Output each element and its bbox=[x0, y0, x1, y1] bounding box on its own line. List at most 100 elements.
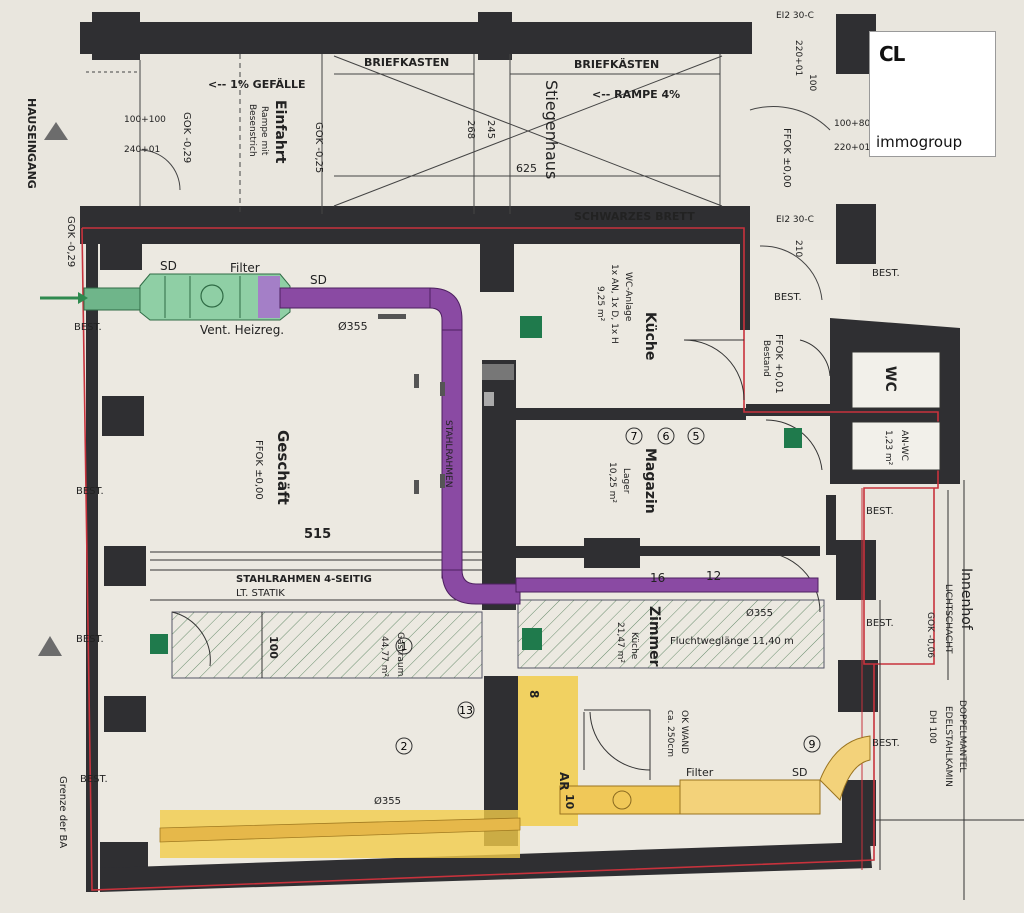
ventilation-yellow bbox=[159, 676, 871, 858]
label-dim-245: 245 bbox=[485, 120, 496, 139]
label-geschaeft: Geschäft bbox=[274, 430, 292, 505]
pillar bbox=[836, 540, 876, 600]
column bbox=[584, 538, 640, 568]
kitchen-right-wall bbox=[740, 240, 750, 330]
label-grenze: Grenze der BA bbox=[57, 776, 68, 848]
label-dia-355-3: Ø355 bbox=[374, 795, 401, 807]
label-filter: Filter bbox=[230, 261, 260, 275]
label-dia-355-2: Ø355 bbox=[746, 607, 773, 619]
label-ar: AR bbox=[557, 772, 571, 791]
unit-top-wall bbox=[80, 222, 750, 244]
label-num-8: 8 bbox=[527, 690, 541, 698]
label-bestand: Bestand bbox=[761, 340, 771, 377]
label-best-7: BEST. bbox=[76, 486, 104, 497]
logo-name: immogroup bbox=[876, 133, 963, 151]
duct-markers bbox=[378, 314, 514, 494]
label-gefaelle: <-- 1% GEFÄLLE bbox=[208, 77, 306, 91]
label-doppelmantel: DOPPELMANTEL bbox=[957, 700, 967, 772]
label-briefkasten-2: BRIEFKÄSTEN bbox=[574, 57, 659, 71]
label-gok-3: GOK -0,29 bbox=[65, 216, 76, 267]
label-an-wc: AN-WC bbox=[899, 430, 909, 461]
label-innenhof: Innenhof bbox=[958, 568, 974, 631]
room-marker-2: 2 bbox=[395, 737, 413, 755]
label-best-2: BEST. bbox=[774, 292, 802, 303]
hatched-zone-left bbox=[171, 611, 483, 679]
label-dim-515: 515 bbox=[304, 527, 331, 542]
entrance-markers bbox=[38, 122, 68, 656]
room-marker-7: 7 bbox=[625, 427, 643, 445]
label-dh: DH 100 bbox=[927, 710, 937, 744]
svg-text:1: 1 bbox=[401, 640, 408, 653]
label-einfahrt-sub1: Rampe mit bbox=[259, 106, 269, 156]
label-door-220-2: 220+01 bbox=[834, 143, 870, 153]
pillar bbox=[104, 696, 146, 732]
label-ei-1: EI2 30-C bbox=[776, 11, 814, 21]
logo-mark: CL bbox=[879, 42, 905, 66]
label-door-210: 210 bbox=[793, 240, 803, 257]
label-best-4: BEST. bbox=[866, 618, 894, 629]
label-fefok-1: FFOK ±0,00 bbox=[781, 128, 792, 188]
label-window-sub: 240+01 bbox=[124, 145, 160, 155]
label-num-12: 12 bbox=[706, 569, 721, 583]
label-rampe: <-- RAMPE 4% bbox=[592, 88, 680, 101]
svg-text:2: 2 bbox=[401, 740, 408, 753]
entrance-lines bbox=[86, 54, 831, 301]
room-marker-1: 1 bbox=[395, 637, 413, 655]
company-logo: CL immogroup bbox=[869, 31, 996, 157]
svg-text:9: 9 bbox=[809, 738, 816, 751]
room-marker-13: 13 bbox=[457, 701, 475, 719]
label-einfahrt-sub2: Besenstrich bbox=[247, 104, 257, 157]
label-best-3: BEST. bbox=[866, 506, 894, 517]
label-num-16: 16 bbox=[650, 571, 665, 585]
kitchen-wall bbox=[514, 408, 746, 420]
label-briefkasten-1: BRIEFKASTEN bbox=[364, 56, 449, 69]
room-marker-9: 9 bbox=[803, 735, 821, 753]
label-dia-355: Ø355 bbox=[338, 320, 368, 333]
label-edelstahl: EDELSTAHLKAMIN bbox=[943, 706, 953, 787]
label-stiegenhaus: Stiegenhaus bbox=[542, 80, 561, 179]
label-num-10: 10 bbox=[563, 794, 576, 810]
room-marker-6: 6 bbox=[657, 427, 675, 445]
label-statik: LT. STATIK bbox=[236, 588, 285, 599]
label-gastraum-area: 44,77 m² bbox=[379, 636, 389, 677]
plan-labels: BRIEFKASTEN BRIEFKÄSTEN <-- RAMPE 4% <--… bbox=[25, 11, 974, 848]
top-facade-wall bbox=[80, 22, 752, 54]
wc-wall bbox=[746, 404, 846, 416]
label-kueche-2-area: 21,47 m² bbox=[615, 622, 625, 663]
ventilation-purple bbox=[279, 287, 819, 605]
label-magazin: Magazin bbox=[642, 448, 658, 514]
entrance-triangle-icon bbox=[38, 636, 62, 656]
label-window: 100+100 bbox=[124, 115, 166, 125]
ventilation-green bbox=[83, 273, 291, 321]
label-best-8: BEST. bbox=[76, 634, 104, 645]
hatched-zone-right bbox=[517, 599, 825, 669]
room-marker-5: 5 bbox=[687, 427, 705, 445]
label-best-1: BEST. bbox=[872, 268, 900, 279]
svg-text:13: 13 bbox=[459, 704, 473, 717]
label-gok-hof: GOK -0,06 bbox=[925, 612, 935, 658]
label-kueche-area: 9,25 m² bbox=[595, 286, 605, 322]
label-vent: Vent. Heizreg. bbox=[200, 323, 284, 337]
label-ei-2: EI2 30-C bbox=[776, 215, 814, 225]
pillar bbox=[102, 396, 144, 436]
label-an-wc-area: 1,23 m² bbox=[883, 430, 893, 466]
svg-text:5: 5 bbox=[693, 430, 700, 443]
label-door-100-100: 100+80 bbox=[834, 119, 870, 129]
label-door-220: 220+01 bbox=[793, 40, 803, 76]
label-fefok-geschaeft: FFOK ±0,00 bbox=[253, 440, 264, 500]
label-fluchtweg: Fluchtweglänge 11,40 m bbox=[670, 636, 794, 647]
wc-middle-wall bbox=[846, 408, 956, 422]
label-filter-2: Filter bbox=[686, 766, 714, 779]
label-schwarzes-brett: SCHWARZES BRETT bbox=[574, 210, 695, 223]
exit-signs bbox=[150, 316, 802, 654]
label-lichtschacht: LICHTSCHACHT bbox=[943, 584, 953, 654]
pillar bbox=[842, 780, 876, 846]
label-wc-anlage: WC-Anlage bbox=[623, 272, 633, 322]
svg-text:6: 6 bbox=[663, 430, 670, 443]
label-lager-area: 10,25 m² bbox=[607, 462, 617, 503]
label-best-6: BEST. bbox=[74, 322, 102, 333]
label-kueche: Küche bbox=[642, 312, 658, 360]
label-lager: Lager bbox=[621, 468, 631, 494]
pillar bbox=[100, 240, 142, 270]
